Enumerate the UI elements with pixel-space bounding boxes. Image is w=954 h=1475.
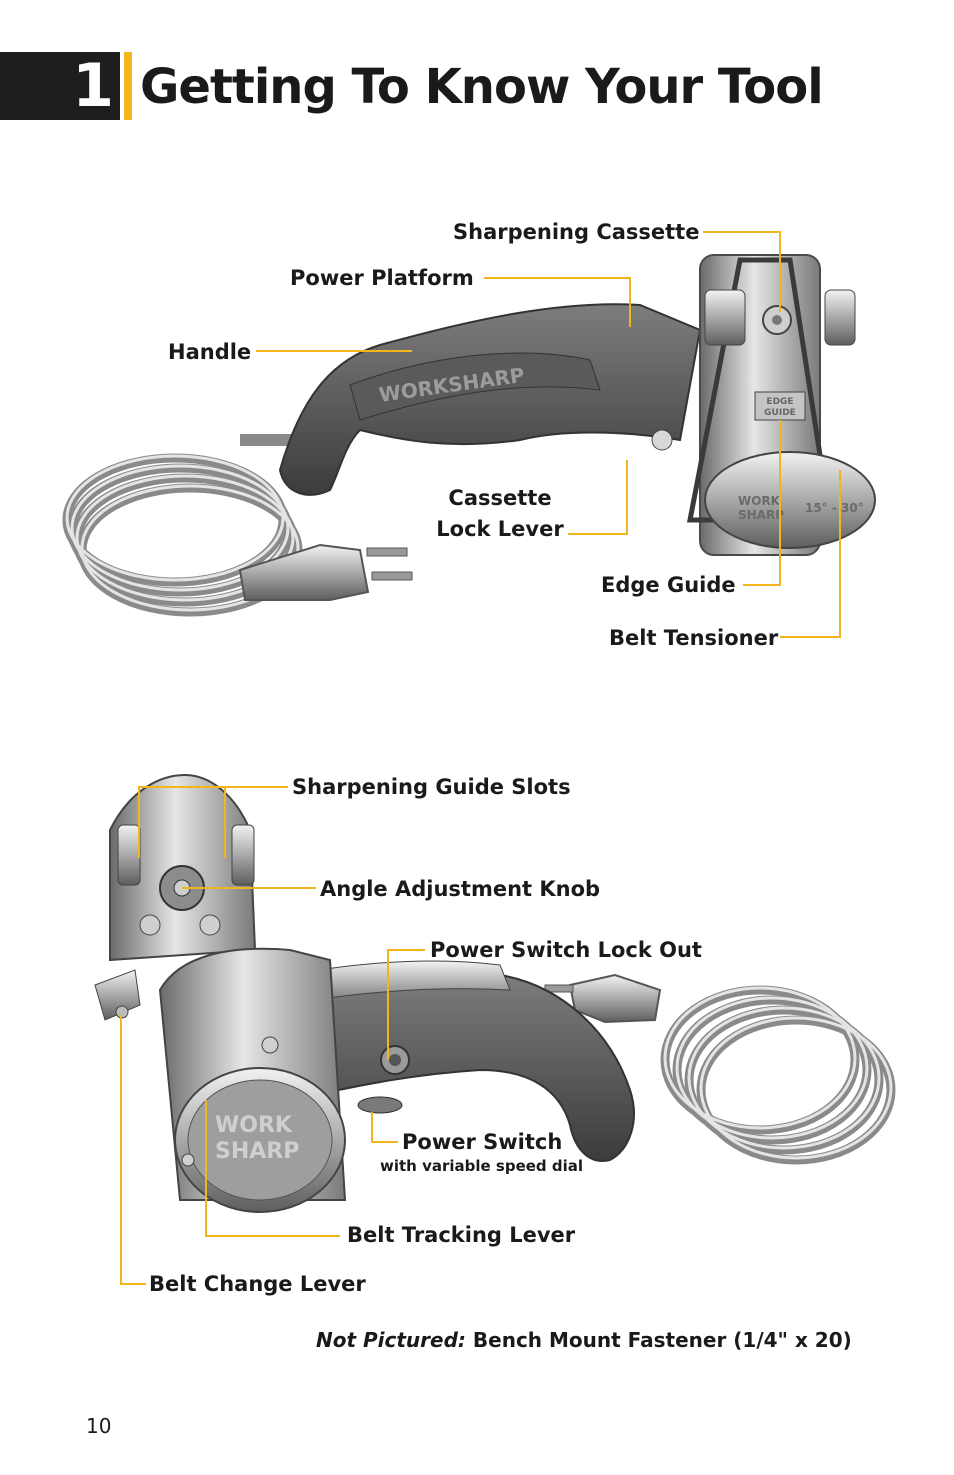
- label-cassette-lock-lever-line2: Lock Lever: [436, 517, 564, 541]
- cassette-brand-marking-1: WORK: [738, 494, 781, 508]
- label-belt-change-lever: Belt Change Lever: [149, 1272, 366, 1296]
- not-pictured-note: Not Pictured: Bench Mount Fastener (1/4"…: [316, 1328, 852, 1352]
- plug-icon: [238, 543, 413, 601]
- label-power-platform: Power Platform: [290, 266, 474, 290]
- page-title: Getting To Know Your Tool: [140, 59, 824, 115]
- edge-guide-marking-1: EDGE: [766, 397, 793, 407]
- label-belt-tracking-lever: Belt Tracking Lever: [347, 1223, 576, 1247]
- label-power-switch-sub: with variable speed dial: [380, 1157, 584, 1175]
- bottom-motor-housing: WORK SHARP: [158, 947, 347, 1213]
- page-number: 10: [86, 1414, 112, 1438]
- not-pictured-prefix: Not Pictured:: [316, 1328, 466, 1352]
- leader-sharpening-cassette: [703, 231, 781, 312]
- label-handle: Handle: [168, 340, 252, 364]
- leader-power-platform: [484, 277, 631, 327]
- angle-range-marking: 15° - 30°: [805, 501, 864, 515]
- top-cassette: EDGE GUIDE WORK SHARP 15° - 30°: [651, 254, 876, 556]
- leader-sharpening-guide-slots: [138, 786, 288, 858]
- chapter-accent-bar: [124, 52, 132, 120]
- label-belt-tensioner: Belt Tensioner: [609, 626, 779, 650]
- leader-cassette-lock-lever: [568, 460, 628, 535]
- label-power-switch: Power Switch: [402, 1130, 563, 1154]
- cassette-brand-marking-2: SHARP: [738, 508, 784, 522]
- bottom-power-cord: [660, 985, 896, 1165]
- bottom-brand-marking-2: SHARP: [215, 1139, 299, 1164]
- label-sharpening-cassette: Sharpening Cassette: [453, 220, 700, 244]
- leader-belt-change-lever: [120, 1015, 146, 1285]
- top-tool-illustration: WORKSHARP EDGE GUIDE WORK SHARP 15° - 30…: [62, 254, 876, 617]
- leader-lines: [120, 231, 841, 1285]
- edge-guide-marking-2: GUIDE: [764, 408, 796, 418]
- bottom-brand-marking-1: WORK: [215, 1113, 293, 1138]
- leader-edge-guide: [743, 420, 781, 586]
- top-power-cord-highlight: [65, 454, 300, 612]
- leader-belt-tensioner: [780, 470, 841, 638]
- label-edge-guide: Edge Guide: [601, 573, 736, 597]
- leader-belt-tracking-lever: [205, 1100, 340, 1237]
- label-power-switch-lock-out: Power Switch Lock Out: [430, 938, 702, 962]
- label-angle-adjustment-knob: Angle Adjustment Knob: [320, 877, 601, 901]
- label-cassette-lock-lever: Cassette Lock Lever: [430, 485, 570, 542]
- not-pictured-text: Bench Mount Fastener (1/4" x 20): [472, 1328, 852, 1352]
- top-handle-body: WORKSHARP: [278, 303, 702, 496]
- label-cassette-lock-lever-line1: Cassette: [448, 486, 552, 510]
- chapter-number: 1: [0, 52, 120, 120]
- leader-power-switch-lock-out: [387, 949, 425, 1060]
- leader-power-switch: [371, 1112, 398, 1143]
- label-sharpening-guide-slots: Sharpening Guide Slots: [292, 775, 571, 799]
